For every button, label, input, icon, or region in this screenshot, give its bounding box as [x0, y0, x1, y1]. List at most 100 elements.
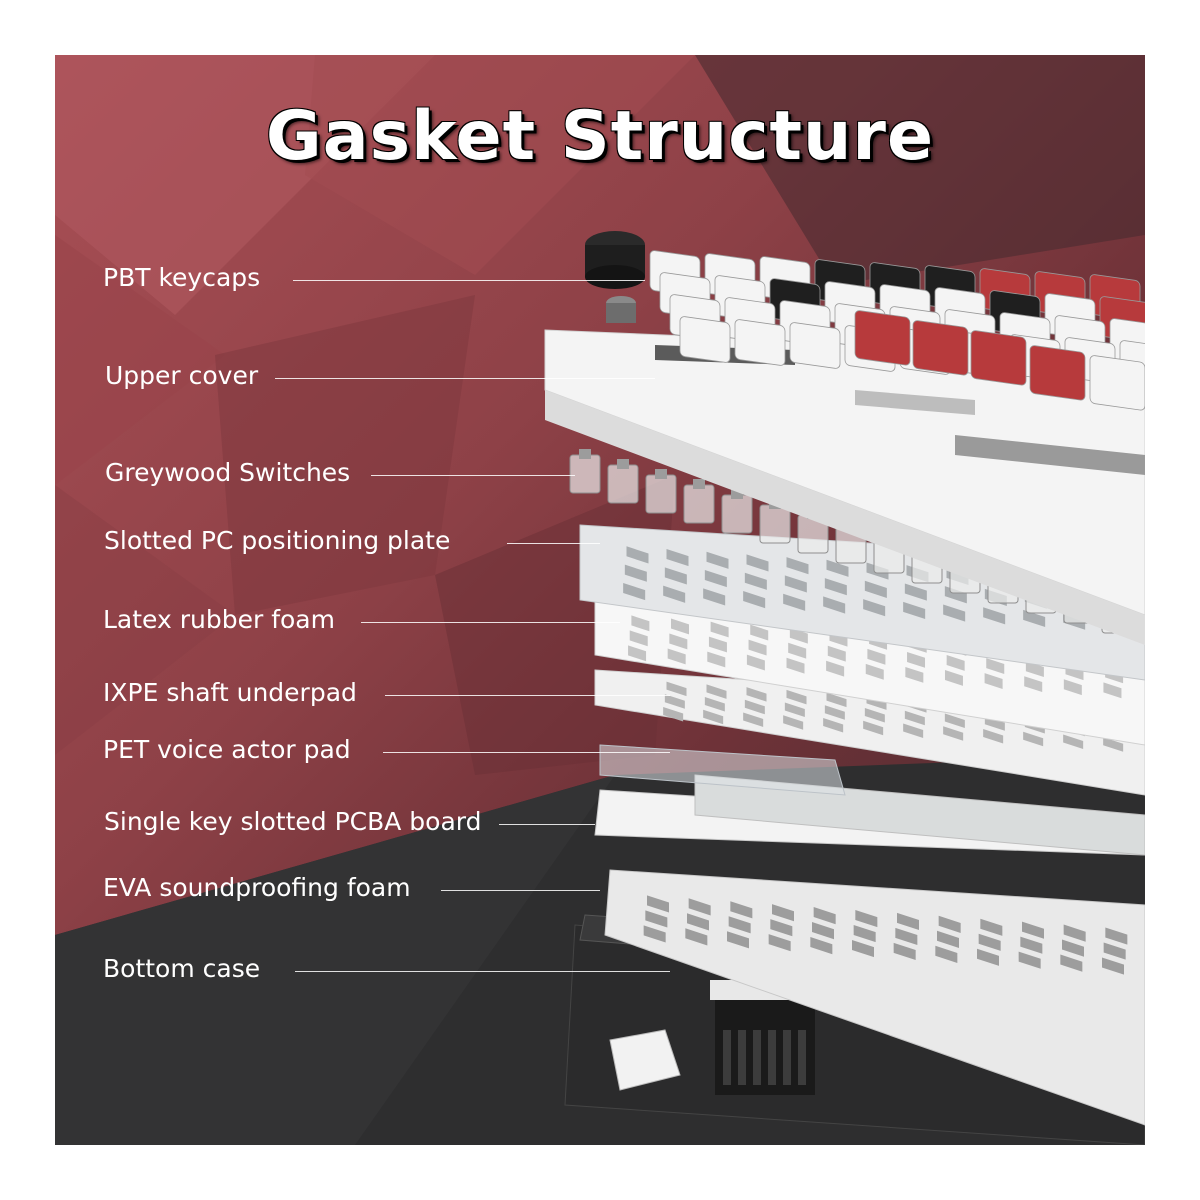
eva-foam-hole	[1105, 927, 1128, 945]
case-vent-slot	[723, 1030, 731, 1085]
leader-line	[499, 824, 595, 825]
pc-plate-slot	[1023, 609, 1046, 628]
switch-stem	[731, 489, 743, 499]
case-vent-slot	[783, 1030, 791, 1085]
eva-foam-hole	[1022, 921, 1044, 939]
latex-foam-hole	[789, 627, 808, 644]
ixpe-pad-hole	[706, 684, 727, 699]
pc-plate-slot	[943, 604, 966, 622]
latex-foam-hole	[786, 657, 805, 674]
switch	[569, 454, 601, 494]
latex-foam-hole	[984, 673, 1003, 689]
eva-foam-hole	[770, 919, 793, 937]
ixpe-pad-hole	[663, 706, 684, 722]
pcba-board-surface	[694, 774, 1145, 856]
pc-plate-slot	[746, 554, 769, 572]
latex-foam-hole	[1024, 676, 1043, 693]
layer-label: Latex rubber foam	[103, 605, 335, 634]
eva-foam-hole	[978, 933, 1001, 951]
eva-foam-hole	[855, 909, 878, 928]
eva-foam-hole	[852, 939, 874, 958]
eva-foam-hole	[1103, 942, 1126, 960]
pc-plate-slot	[786, 557, 809, 575]
pc-plate-slot	[783, 593, 806, 611]
eva-foam-hole	[812, 922, 834, 940]
ixpe-pad-hole	[784, 702, 805, 718]
eva-foam-hole	[977, 948, 999, 966]
leader-line	[295, 971, 670, 972]
cover-recess	[855, 390, 975, 415]
ixpe-pad-hole	[904, 710, 925, 726]
latex-foam-hole	[707, 651, 726, 668]
latex-foam-hole	[671, 618, 689, 635]
layer-label: Single key slotted PCBA board	[104, 807, 482, 836]
pc-plate-slot	[824, 578, 847, 596]
ixpe-pad-hole	[664, 694, 685, 709]
ixpe-pad-hole	[744, 699, 765, 715]
leader-line	[383, 752, 670, 753]
ixpe-pad-hole	[983, 728, 1004, 744]
eva-foam-hole	[813, 907, 836, 925]
layer-label: PET voice actor pad	[103, 735, 351, 764]
ixpe-pad-hole	[1063, 734, 1084, 749]
latex-foam-hole	[750, 624, 769, 641]
switch-stem	[579, 449, 591, 459]
eva-foam-layer	[604, 869, 1145, 1126]
latex-foam-hole	[631, 615, 650, 632]
pc-plate-slot	[784, 575, 807, 593]
latex-foam-hole	[905, 666, 924, 683]
ixpe-pad-hole	[823, 717, 844, 733]
pc-plate-slot	[743, 591, 766, 609]
switch-stem	[693, 479, 705, 489]
leader-line	[385, 695, 670, 696]
eva-foam-hole	[728, 916, 751, 934]
eva-foam-hole	[980, 918, 1003, 936]
latex-foam-hole	[1103, 682, 1122, 699]
latex-foam-hole	[946, 655, 965, 671]
eva-foam-hole	[727, 931, 749, 949]
latex-foam-hole	[669, 633, 688, 650]
pc-plate-slot	[624, 564, 647, 582]
ixpe-pad-hole	[944, 713, 965, 729]
keycap	[854, 310, 911, 366]
ixpe-pad-hole	[666, 681, 687, 697]
pc-plate-slot	[983, 607, 1006, 625]
leader-line	[441, 890, 600, 891]
ixpe-pad-hole	[824, 705, 845, 720]
latex-foam-hole	[667, 648, 686, 665]
pc-plate-slot	[823, 596, 846, 614]
pc-plate-slot	[623, 582, 646, 601]
ixpe-pad-hole	[783, 715, 804, 730]
eva-foam-hole	[647, 895, 669, 913]
eva-foam-hole	[772, 904, 794, 922]
small-knob-body	[606, 303, 636, 323]
pc-plate-slot	[863, 599, 886, 617]
pc-plate-slot	[903, 601, 926, 619]
pet-pad-layer	[599, 744, 846, 796]
latex-foam-hole	[865, 663, 884, 680]
pc-plate-slot	[826, 559, 849, 577]
eva-foam-hole	[643, 925, 666, 943]
eva-foam-hole	[645, 910, 668, 928]
eva-foam-hole	[1018, 951, 1041, 969]
pc-plate-slot	[664, 567, 687, 585]
eva-foam-hole	[1063, 924, 1086, 942]
eva-foam-hole	[685, 928, 708, 946]
eva-foam-hole	[687, 913, 709, 931]
eva-foam-hole	[688, 898, 711, 916]
eva-foam-hole	[1102, 957, 1124, 975]
layer-label: Upper cover	[105, 361, 259, 390]
switch	[759, 504, 791, 544]
eva-foam-hole	[810, 937, 833, 955]
leader-line	[507, 543, 600, 544]
latex-foam-hole	[1063, 679, 1082, 696]
latex-foam-hole	[788, 642, 807, 659]
ixpe-pad-hole	[746, 687, 767, 702]
ixpe-pad-hole	[903, 723, 924, 738]
latex-foam-hole	[944, 670, 963, 686]
latex-foam-hole	[986, 658, 1005, 674]
page-title: Gasket Structure	[265, 97, 935, 176]
latex-foam-hole	[710, 621, 729, 638]
ixpe-pad-hole	[743, 712, 764, 727]
latex-foam-hole	[746, 654, 765, 671]
